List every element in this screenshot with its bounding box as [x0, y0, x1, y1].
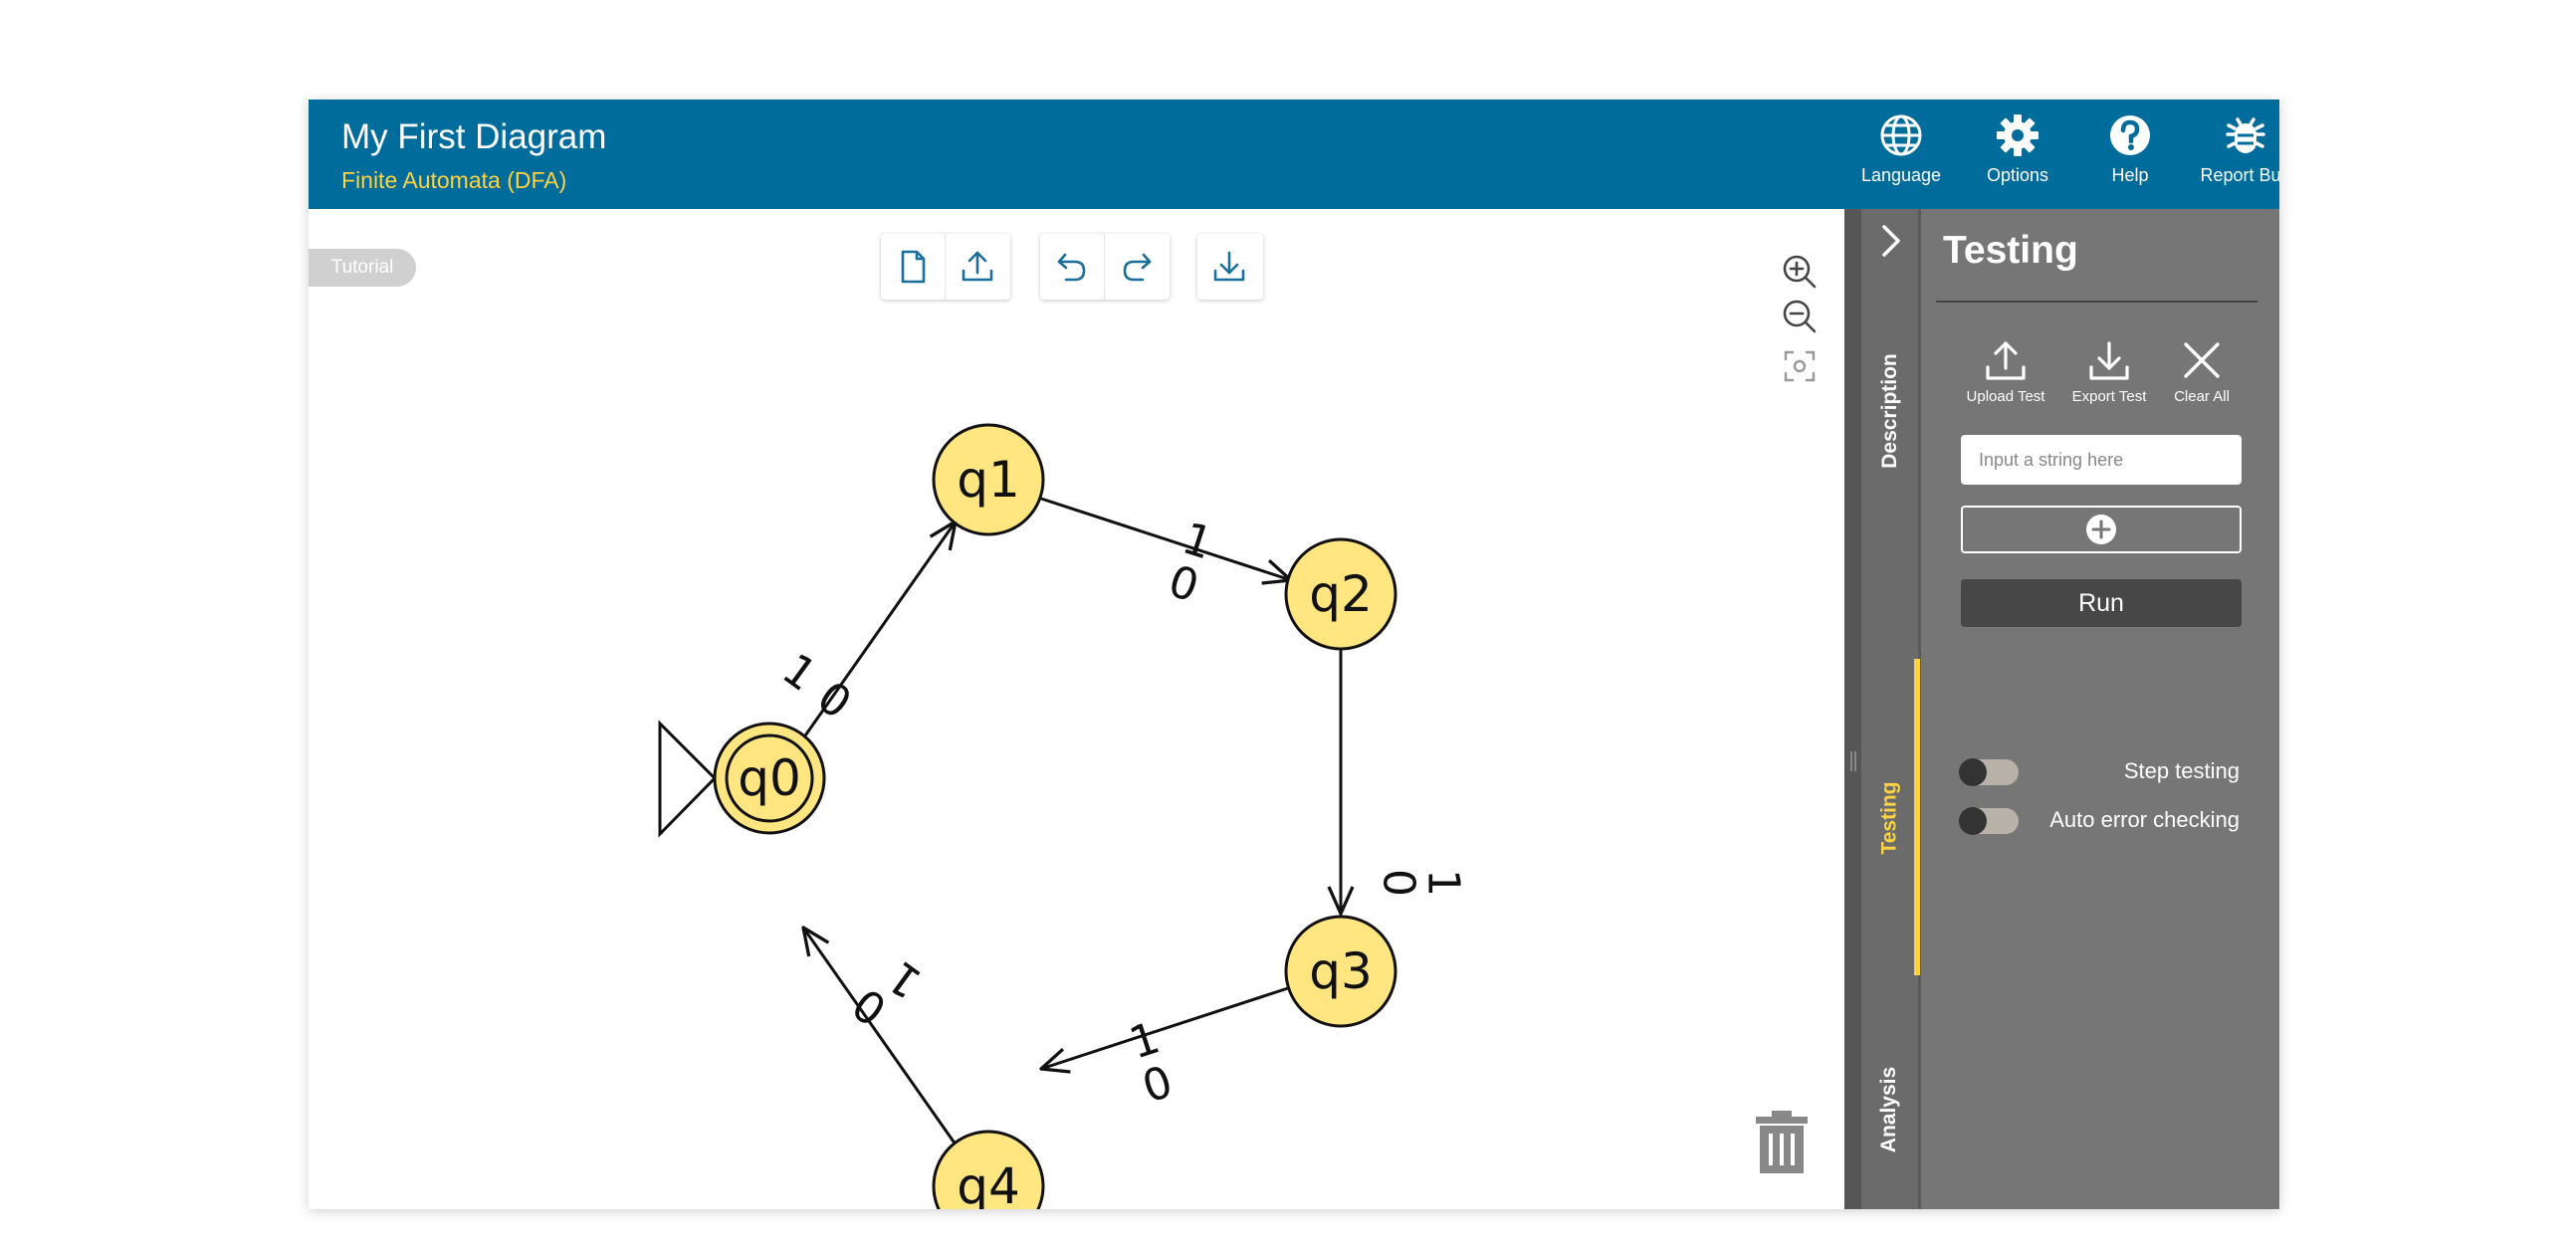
new-file-button[interactable] — [881, 234, 945, 300]
transition-q3-q4[interactable] — [1041, 985, 1292, 1069]
history-toolbar-group — [1040, 234, 1170, 300]
step-testing-row: Step testing — [1959, 754, 2242, 788]
export-test-label: Export Test — [2071, 388, 2147, 405]
resize-handle[interactable] — [1850, 751, 1856, 771]
export-image-button[interactable] — [1197, 234, 1261, 300]
upload-test-button[interactable]: Upload Test — [1956, 338, 2055, 405]
tab-description[interactable]: Description — [1861, 323, 1918, 498]
auto-error-checking-toggle[interactable] — [1959, 807, 2019, 835]
add-test-button[interactable] — [1961, 506, 2242, 553]
active-tab-indicator — [1914, 659, 1920, 975]
plus-circle-icon — [2086, 515, 2116, 544]
close-icon — [2184, 342, 2220, 378]
testing-panel: Testing Upload Test Export Test Clear Al… — [1921, 209, 2279, 1209]
file-toolbar-group — [881, 234, 1010, 300]
state-q2[interactable]: q2 — [1284, 537, 1397, 651]
gear-icon — [1997, 114, 2039, 156]
state-q3[interactable]: q3 — [1284, 915, 1397, 1028]
redo-icon — [1123, 253, 1152, 282]
state-label: q3 — [1309, 942, 1373, 1000]
download-icon — [2089, 341, 2129, 380]
diagram-canvas[interactable]: Tutorial — [309, 209, 1844, 1209]
state-label: q0 — [738, 749, 801, 807]
tab-strip-edge — [1844, 209, 1861, 1209]
upload-icon — [1986, 341, 2026, 380]
auto-error-checking-label: Auto error checking — [2049, 807, 2240, 832]
tab-analysis[interactable]: Analysis — [1861, 1035, 1918, 1184]
globe-icon — [1880, 114, 1922, 156]
state-q1[interactable]: q1 — [932, 423, 1045, 536]
state-q0[interactable]: q0 — [713, 722, 826, 835]
app-window: My First Diagram Finite Automata (DFA) L… — [309, 100, 2279, 1209]
zoom-in-icon[interactable] — [1780, 252, 1820, 292]
state-label: q2 — [1309, 565, 1373, 623]
clear-all-button[interactable]: Clear All — [2152, 338, 2252, 405]
upload-file-button[interactable] — [945, 234, 1009, 300]
undo-button[interactable] — [1040, 234, 1104, 300]
options-label: Options — [1986, 165, 2049, 185]
auto-error-checking-row: Auto error checking — [1959, 803, 2242, 837]
options-button[interactable]: Options — [1958, 113, 2077, 186]
test-string-input[interactable] — [1961, 435, 2242, 485]
transition-label[interactable]: 1 — [1418, 869, 1469, 897]
undo-icon — [1057, 253, 1086, 282]
language-label: Language — [1860, 165, 1942, 185]
state-label: q1 — [957, 451, 1020, 509]
export-test-button[interactable]: Export Test — [2059, 338, 2159, 405]
tab-testing-label: Testing — [1877, 781, 1901, 855]
side-tab-strip: Description Testing Analysis — [1844, 209, 1921, 1209]
panel-title: Testing — [1943, 229, 2078, 272]
tutorial-button[interactable]: Tutorial — [309, 249, 416, 287]
transition-label[interactable]: 0 — [1137, 1056, 1179, 1113]
redo-button[interactable] — [1104, 234, 1169, 300]
language-button[interactable]: Language — [1841, 113, 1961, 186]
clear-all-label: Clear All — [2174, 388, 2230, 405]
step-testing-toggle[interactable] — [1959, 758, 2019, 786]
transition-label[interactable]: 1 — [773, 644, 826, 702]
new-file-icon — [901, 250, 926, 284]
trash-icon[interactable] — [1754, 1110, 1810, 1175]
transition-q4-q0[interactable] — [803, 928, 958, 1145]
diagram-type: Finite Automata (DFA) — [341, 167, 567, 193]
automaton-diagram: 1 0 1 0 1 0 1 0 1 0 q0 q1 — [658, 423, 1469, 1209]
diagram-title[interactable]: My First Diagram — [341, 117, 607, 156]
toggle-knob — [1959, 758, 1987, 786]
transition-label[interactable]: 0 — [1163, 555, 1204, 612]
upload-icon — [962, 251, 993, 282]
state-q4[interactable]: q4 — [932, 1130, 1045, 1209]
zoom-out-icon[interactable] — [1780, 297, 1820, 336]
download-icon — [1213, 251, 1245, 282]
upload-test-label: Upload Test — [1966, 388, 2045, 405]
report-bug-label: Report Bug — [2200, 165, 2279, 185]
fit-screen-icon[interactable] — [1780, 346, 1820, 386]
step-testing-label: Step testing — [2123, 758, 2240, 783]
help-icon — [2110, 115, 2150, 155]
collapse-panel-icon[interactable] — [1871, 221, 1911, 261]
export-toolbar-group — [1197, 234, 1263, 300]
tab-testing[interactable]: Testing — [1861, 669, 1918, 967]
state-label: q4 — [957, 1157, 1020, 1209]
help-button[interactable]: Help — [2070, 113, 2190, 186]
run-button[interactable]: Run — [1961, 579, 2242, 627]
transition-q1-q2[interactable] — [1037, 496, 1291, 580]
bug-icon — [2226, 117, 2265, 153]
tab-description-label: Description — [1877, 352, 1901, 469]
transition-q0-q1[interactable] — [801, 521, 956, 739]
help-label: Help — [2111, 165, 2149, 185]
report-bug-button[interactable]: Report Bug — [2186, 113, 2279, 186]
initial-state-arrow — [658, 720, 718, 838]
header-bar: My First Diagram Finite Automata (DFA) L… — [309, 100, 2279, 209]
transition-label[interactable]: 0 — [1374, 869, 1424, 897]
tab-analysis-label: Analysis — [1877, 1066, 1901, 1153]
toggle-knob — [1959, 807, 1987, 835]
panel-divider — [1936, 301, 2257, 303]
